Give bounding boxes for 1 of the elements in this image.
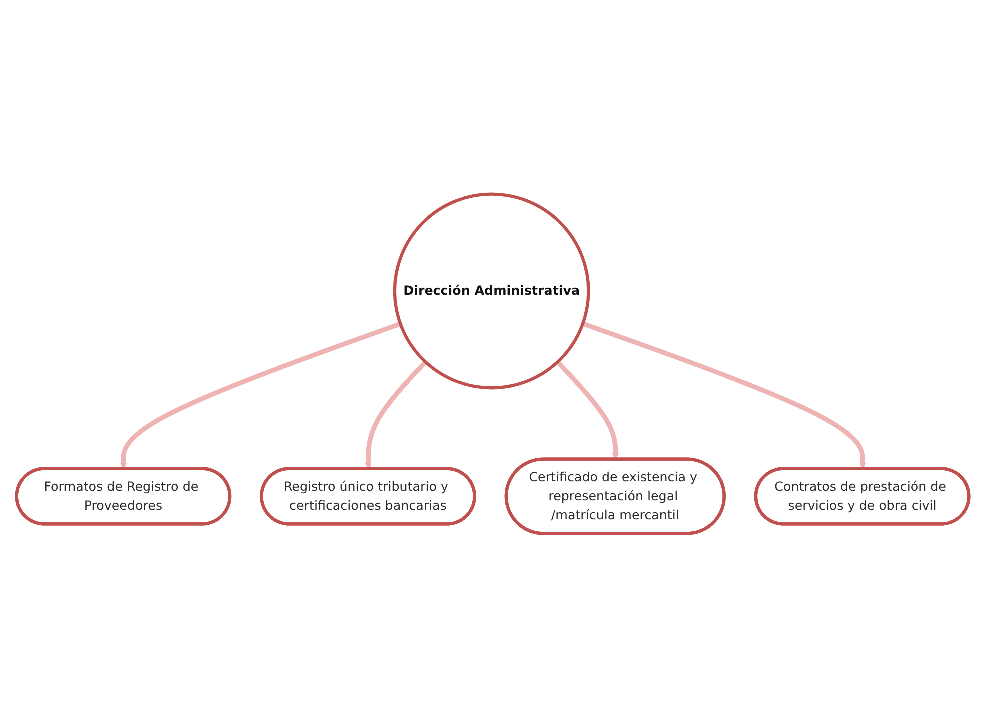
node-circle: Dirección Administrativa <box>393 192 590 390</box>
